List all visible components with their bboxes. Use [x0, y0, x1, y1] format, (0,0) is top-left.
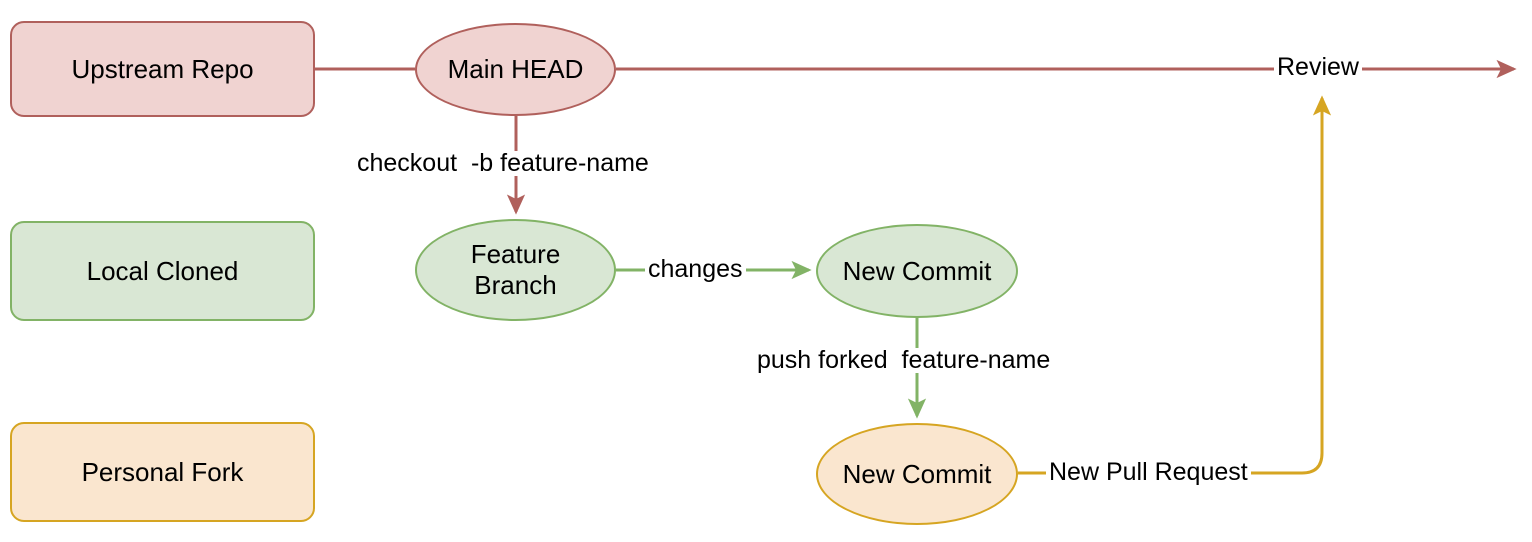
node-new-commit-fork[interactable]: New Commit	[816, 423, 1018, 525]
lane-label-upstream-repo: Upstream Repo	[71, 53, 254, 84]
node-label-feature-branch-line2: Branch	[474, 270, 557, 300]
lane-label-personal-fork: Personal Fork	[81, 456, 244, 487]
node-label-new-commit-local: New Commit	[842, 255, 992, 286]
lane-personal-fork[interactable]: Personal Fork	[10, 422, 315, 522]
lane-label-local-cloned: Local Cloned	[86, 255, 239, 286]
node-label-main-head: Main HEAD	[447, 54, 584, 85]
node-new-commit-local[interactable]: New Commit	[816, 224, 1018, 318]
node-label-new-commit-fork: New Commit	[842, 458, 992, 489]
edge-fork-commit-to-review	[1018, 95, 1332, 475]
lane-upstream-repo[interactable]: Upstream Repo	[10, 21, 315, 117]
edge-label-changes: changes	[645, 257, 746, 282]
edge-label-checkout: checkout -b feature-name	[354, 151, 652, 176]
lane-local-cloned[interactable]: Local Cloned	[10, 221, 315, 321]
node-feature-branch[interactable]: Feature Branch	[415, 219, 616, 321]
node-main-head[interactable]: Main HEAD	[415, 23, 616, 116]
node-label-feature-branch: Feature Branch	[471, 239, 561, 300]
edge-label-push-forked: push forked feature-name	[754, 348, 1054, 373]
edge-label-new-pull-request: New Pull Request	[1046, 460, 1251, 485]
edge-label-review: Review	[1274, 55, 1362, 80]
node-label-feature-branch-line1: Feature	[470, 239, 561, 270]
